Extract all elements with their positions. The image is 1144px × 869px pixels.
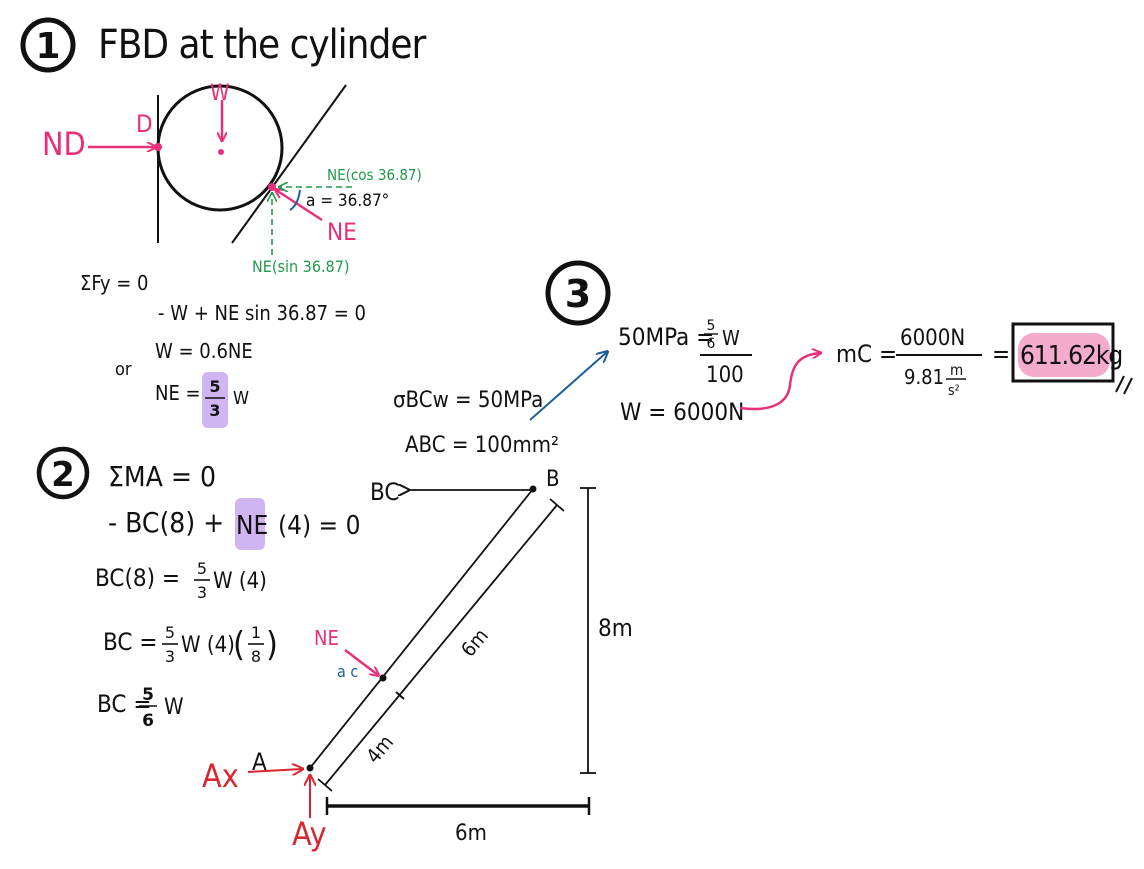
bc-eq-open-paren: ( bbox=[233, 625, 245, 665]
bc-eq-close-paren: ) bbox=[266, 625, 278, 665]
bc8-eq-left: BC(8) = bbox=[95, 564, 180, 592]
answer-mark-2 bbox=[1123, 377, 1133, 395]
bc-final-den: 6 bbox=[142, 711, 154, 731]
section-1-title: FBD at the cylinder bbox=[98, 22, 426, 68]
blue-link-arrow bbox=[529, 352, 607, 421]
bc-eq-num: 5 bbox=[165, 623, 175, 642]
answer-mark-1 bbox=[1115, 375, 1125, 393]
step-3-number: 3 bbox=[565, 272, 591, 316]
fy-balance-equation: - W + NE sin 36.87 = 0 bbox=[158, 301, 366, 325]
alpha-angle-arc bbox=[289, 189, 301, 211]
ne-arrow bbox=[276, 190, 323, 222]
inclined-plane-line bbox=[231, 84, 347, 244]
point-a-dot bbox=[306, 764, 314, 772]
stress-frac-var: W bbox=[722, 326, 740, 350]
dim-tick-bottom bbox=[317, 778, 333, 792]
section-2-moments: 2 ΣMA = 0 - BC(8) + NE (4) = 0 BC(8) = 5… bbox=[36, 446, 360, 731]
moment-eq-left: - BC(8) + bbox=[108, 506, 224, 539]
ne-fraction-denominator: 3 bbox=[209, 401, 220, 420]
moment-eq-right: (4) = 0 bbox=[278, 511, 360, 541]
dim-tick-middle bbox=[395, 691, 405, 700]
ne-equation-left: NE = bbox=[155, 381, 201, 405]
point-c-dot bbox=[379, 674, 387, 682]
member-diagram: BC B 6m 4m NE a c A Ax Ay 8m 6m σBCw = 5… bbox=[202, 388, 633, 853]
bc-eq-mid: W (4) bbox=[181, 633, 235, 658]
ne-moment-highlight bbox=[235, 498, 265, 550]
answer-value: 611.62kg bbox=[1020, 341, 1122, 371]
bc-force-label: BC bbox=[370, 478, 399, 506]
stress-frac-bottom: 6 bbox=[707, 336, 716, 352]
alpha-c-label: a c bbox=[337, 662, 358, 681]
w-label: W bbox=[210, 81, 230, 106]
step-3-badge bbox=[545, 260, 611, 326]
w-in-terms-of-ne: W = 0.6NE bbox=[155, 339, 253, 363]
mass-equation-left: mC = bbox=[836, 340, 897, 368]
member-length-dimension-line bbox=[324, 504, 558, 786]
segment-6m-label: 6m bbox=[456, 624, 493, 662]
section-3-mass: 3 50MPa = 5 6 W 100 W = 6000N mC = 6000N… bbox=[529, 260, 1133, 426]
bc-eq-den2: 8 bbox=[251, 647, 261, 666]
bc-final-num: 5 bbox=[142, 685, 154, 705]
sum-fy-equation: ΣFy = 0 bbox=[80, 271, 148, 295]
sum-ma-equation: ΣMA = 0 bbox=[108, 460, 216, 493]
mass-numerator: 6000N bbox=[900, 326, 965, 351]
member-ab bbox=[309, 488, 534, 769]
or-label: or bbox=[115, 359, 132, 380]
bc-eq-left: BC = bbox=[103, 628, 157, 656]
mass-den-unit-top: m bbox=[950, 361, 963, 379]
ne-fraction-highlight bbox=[202, 372, 228, 428]
ne-at-c-label: NE bbox=[314, 626, 339, 650]
point-a-label: A bbox=[252, 748, 267, 776]
point-b-dot bbox=[529, 485, 537, 493]
w-result: W = 6000N bbox=[620, 398, 744, 426]
stress-equation-left: 50MPa = bbox=[618, 323, 714, 351]
ne-at-c-arrow bbox=[344, 649, 378, 675]
base-6m-label: 6m bbox=[455, 821, 487, 846]
step-2-number: 2 bbox=[51, 455, 75, 495]
stress-given: σBCw = 50MPa bbox=[393, 388, 543, 413]
bc8-eq-den: 3 bbox=[197, 583, 207, 602]
mass-den-value: 9.81 bbox=[904, 365, 944, 389]
ne-equation-variable: W bbox=[233, 388, 249, 409]
dim-tick-top bbox=[549, 498, 565, 512]
bc8-eq-right: W (4) bbox=[213, 569, 267, 594]
point-d-label: D bbox=[136, 110, 153, 138]
pink-link-arrow bbox=[739, 353, 820, 411]
bc8-eq-num: 5 bbox=[197, 559, 207, 578]
answer-box bbox=[1011, 322, 1115, 383]
ax-label: Ax bbox=[202, 757, 239, 795]
nd-label: ND bbox=[42, 125, 86, 163]
bc-final-left: BC = bbox=[97, 690, 151, 718]
ne-sin-label: NE(sin 36.87) bbox=[252, 257, 349, 276]
ax-arrow bbox=[247, 769, 302, 772]
section-1-fbd: 1 FBD at the cylinder ND D W NE NE(cos 3… bbox=[20, 17, 427, 428]
alpha-angle-label: a = 36.87° bbox=[306, 191, 389, 211]
point-b-label: B bbox=[546, 467, 560, 492]
bc-final-variable: W bbox=[164, 695, 184, 720]
point-d-dot bbox=[154, 143, 162, 151]
ne-label: NE bbox=[327, 218, 357, 246]
bc-eq-num2: 1 bbox=[251, 623, 261, 642]
moment-eq-ne: NE bbox=[236, 511, 268, 541]
ay-label: Ay bbox=[292, 815, 327, 853]
point-e-dot bbox=[268, 183, 276, 191]
mass-den-unit-bottom: s² bbox=[948, 383, 960, 399]
stress-denominator: 100 bbox=[706, 363, 744, 388]
ne-fraction-numerator: 5 bbox=[209, 377, 220, 396]
cylinder-center-dot bbox=[218, 149, 224, 155]
ne-cos-label: NE(cos 36.87) bbox=[327, 166, 422, 184]
step-1-number: 1 bbox=[35, 26, 60, 67]
bc-eq-den: 3 bbox=[165, 647, 175, 666]
height-8m-label: 8m bbox=[598, 614, 633, 642]
step-1-badge bbox=[20, 17, 76, 73]
area-given: ABC = 100mm² bbox=[405, 433, 559, 458]
stress-frac-top: 5 bbox=[707, 318, 716, 334]
step-2-badge bbox=[36, 446, 90, 500]
answer-highlight bbox=[1018, 333, 1110, 377]
answer-equals: = bbox=[992, 340, 1010, 368]
